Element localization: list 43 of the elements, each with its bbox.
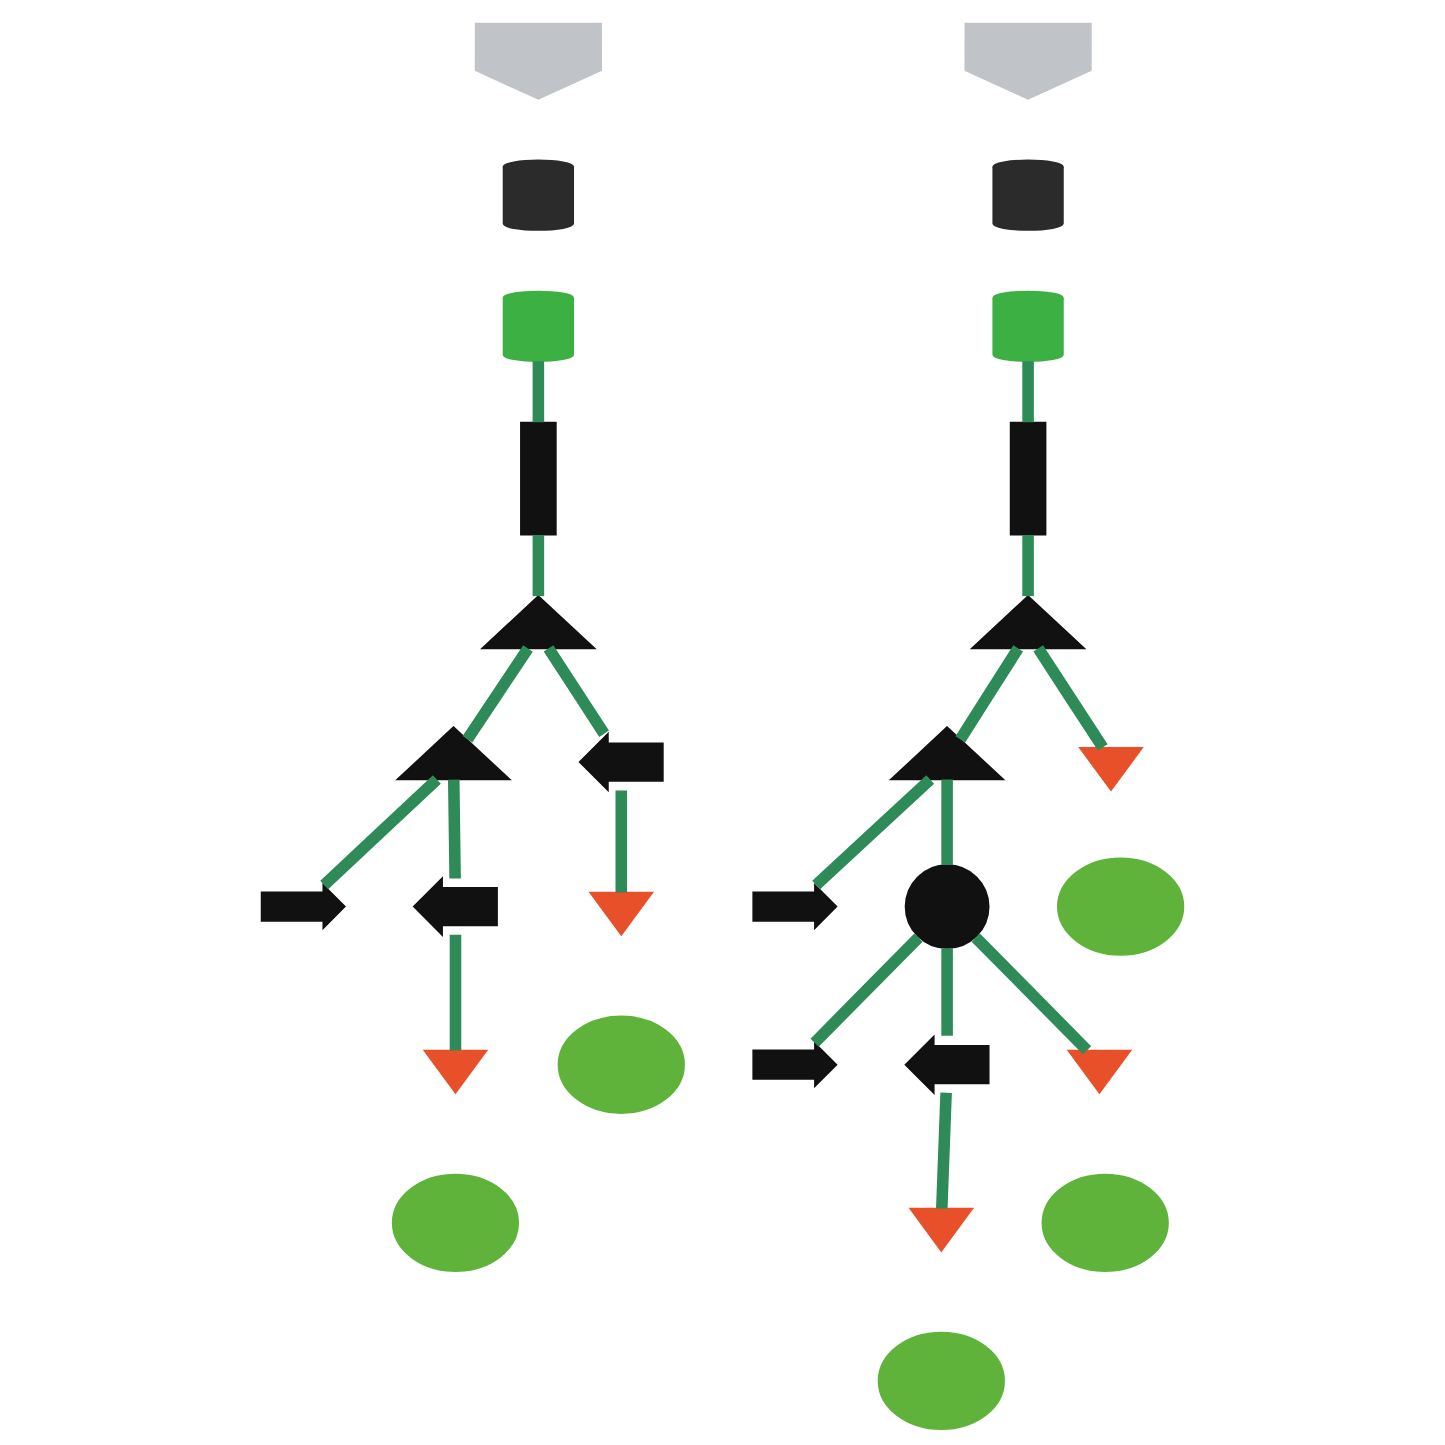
- connector: [812, 775, 935, 890]
- connector: [941, 779, 953, 866]
- node-dripper: [908, 1207, 975, 1253]
- node-plant: [877, 1331, 1005, 1431]
- node-tee: [480, 594, 597, 650]
- node-elbow: [904, 1034, 990, 1095]
- connector: [1022, 361, 1034, 423]
- node-dripper: [422, 1049, 489, 1095]
- node-tee: [395, 726, 512, 781]
- node-plant: [391, 1173, 520, 1272]
- node-coupling: [520, 421, 557, 536]
- connector: [955, 645, 1024, 743]
- connector: [941, 948, 953, 1036]
- node-dripper: [1066, 1049, 1133, 1095]
- node-faucet: [474, 22, 602, 100]
- node-plug: [752, 1041, 838, 1089]
- node-dripper: [588, 891, 655, 937]
- connector: [971, 933, 1092, 1055]
- connector: [543, 645, 609, 737]
- connector: [449, 934, 462, 1051]
- connector: [462, 645, 533, 743]
- connector: [1033, 645, 1108, 751]
- connector: [447, 779, 461, 879]
- node-elbow: [578, 731, 664, 793]
- node-plant: [1041, 1173, 1169, 1272]
- connector: [532, 534, 545, 597]
- node-plant: [557, 1015, 685, 1114]
- node-cross: [904, 864, 990, 950]
- node-dripper: [1078, 747, 1144, 792]
- connector: [615, 790, 628, 893]
- node-coupling: [1009, 421, 1047, 536]
- connector: [936, 1092, 952, 1209]
- connector: [1022, 534, 1034, 597]
- node-plug: [260, 883, 346, 931]
- connector: [320, 775, 441, 890]
- node-tee: [969, 594, 1087, 650]
- node-tee: [888, 726, 1006, 781]
- node-plant: [1057, 857, 1185, 956]
- node-faucet: [964, 22, 1092, 100]
- node-elbow: [412, 876, 498, 937]
- connector: [532, 361, 545, 423]
- connector: [810, 933, 923, 1047]
- node-plug: [752, 883, 838, 931]
